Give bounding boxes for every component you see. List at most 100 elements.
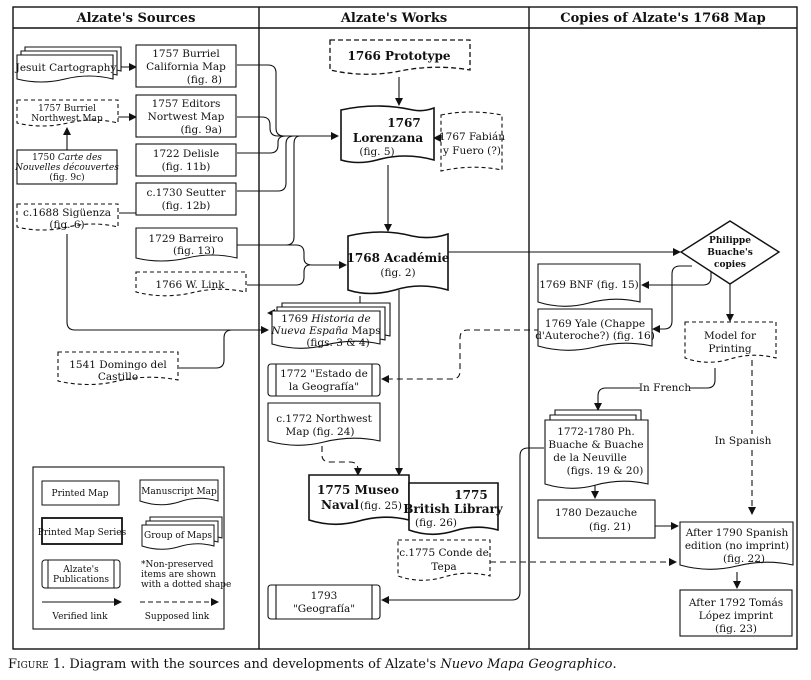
- svg-text:Buache & Buache: Buache & Buache: [548, 439, 643, 451]
- svg-text:c.1730 Seutter: c.1730 Seutter: [146, 187, 226, 199]
- node-northwest-1772: c.1772 Northwest Map (fig. 24): [267, 402, 381, 446]
- svg-text:1793: 1793: [311, 590, 338, 602]
- node-link-1766: 1766 W. Link: [135, 271, 247, 297]
- column-header-works: Alzate's Works: [340, 11, 447, 26]
- legend: Printed Map Manuscript Map Printed Map S…: [32, 466, 231, 630]
- svg-text:"Geografía": "Geografía": [293, 603, 355, 615]
- svg-text:1766 W. Link: 1766 W. Link: [155, 279, 225, 291]
- svg-text:(fig. 2): (fig. 2): [380, 267, 415, 279]
- svg-text:la Geografía": la Geografía": [289, 381, 359, 393]
- node-siguenza-1688: c.1688 Sigüenza (fig. 6): [16, 203, 119, 231]
- svg-text:Northwest Map: Northwest Map: [31, 114, 103, 124]
- figure-caption: Figure 1. Diagram with the sources and d…: [8, 657, 617, 672]
- svg-text:(fig. 23): (fig. 23): [715, 623, 757, 635]
- svg-text:(fig. 6): (fig. 6): [49, 219, 84, 231]
- svg-text:c.1688 Sigüenza: c.1688 Sigüenza: [23, 207, 111, 219]
- svg-text:Philippe: Philippe: [709, 236, 751, 246]
- node-seutter-1730: c.1730 Seutter (fig. 12b): [135, 182, 237, 216]
- legend-supposed: Supposed link: [145, 612, 210, 622]
- svg-text:d'Auteroche?) (fig. 16): d'Auteroche?) (fig. 16): [535, 330, 655, 342]
- legend-verified: Verified link: [51, 612, 108, 622]
- svg-text:(fig. 25): (fig. 25): [360, 500, 402, 512]
- label-bg-spanish: [714, 434, 772, 447]
- legend-publications-2: Publications: [53, 575, 109, 585]
- svg-text:(fig. 21): (fig. 21): [589, 521, 631, 533]
- svg-text:1769 Yale (Chappe: 1769 Yale (Chappe: [545, 318, 645, 330]
- node-historia-1769: 1769 Historia de Nueva España Maps (figs…: [270, 302, 391, 349]
- svg-text:1757 Burriel: 1757 Burriel: [38, 104, 96, 114]
- node-model-printing: Model for Printing: [684, 321, 777, 363]
- edge-label-spanish: In Spanish: [715, 435, 772, 447]
- column-header-copies: Copies of Alzate's 1768 Map: [560, 11, 766, 26]
- svg-text:(fig. 8): (fig. 8): [187, 74, 222, 86]
- svg-text:(figs. 3 & 4): (figs. 3 & 4): [306, 337, 369, 349]
- svg-text:1757 Editors: 1757 Editors: [152, 98, 221, 110]
- svg-text:Buache's: Buache's: [707, 248, 753, 258]
- svg-text:c.1772 Northwest: c.1772 Northwest: [276, 413, 372, 425]
- legend-printed-map: Printed Map: [52, 489, 109, 499]
- svg-text:1750 Carte des: 1750 Carte des: [32, 153, 102, 163]
- node-editors-1757: 1757 Editors Nortwest Map (fig. 9a): [135, 94, 237, 138]
- node-estado-1772: 1772 "Estado de la Geografía": [267, 363, 381, 397]
- svg-text:1769 Historia de: 1769 Historia de: [281, 313, 370, 325]
- node-dezauche-1780: 1780 Dezauche (fig. 21): [537, 499, 656, 539]
- node-delisle-1722: 1722 Delisle (fig. 11b): [135, 143, 237, 177]
- svg-text:1780 Dezauche: 1780 Dezauche: [555, 507, 637, 519]
- svg-text:(figs. 19 & 20): (figs. 19 & 20): [567, 465, 644, 477]
- node-buache-1772: 1772-1780 Ph. Buache & Buache de la Neuv…: [544, 409, 649, 489]
- node-lopez-1792: After 1792 Tomás López imprint (fig. 23): [679, 589, 793, 637]
- svg-text:edition (no imprint): edition (no imprint): [685, 540, 789, 552]
- legend-note-1: *Non-preserved: [141, 560, 214, 570]
- svg-text:1768 Académie: 1768 Académie: [347, 251, 450, 265]
- svg-text:1775: 1775: [454, 488, 487, 502]
- svg-text:(fig. 22): (fig. 22): [723, 553, 765, 565]
- node-burriel-northwest: 1757 Burriel Northwest Map: [16, 99, 119, 127]
- legend-note-2: items are shown: [141, 570, 216, 580]
- svg-text:y Fuero (?): y Fuero (?): [442, 145, 501, 157]
- node-british-1775: 1775 British Library (fig. 26): [403, 482, 504, 536]
- svg-text:Nortwest Map: Nortwest Map: [148, 111, 225, 123]
- svg-text:(fig. 12b): (fig. 12b): [162, 200, 211, 212]
- svg-text:Lorenzana: Lorenzana: [353, 131, 423, 145]
- svg-text:1775 Museo: 1775 Museo: [317, 483, 399, 497]
- svg-text:California Map: California Map: [146, 61, 226, 73]
- node-bnf-1769: 1769 BNF (fig. 15): [537, 263, 641, 307]
- legend-manuscript-map: Manuscript Map: [141, 487, 217, 497]
- node-castillo-1541: 1541 Domingo del Castillo: [57, 351, 179, 386]
- svg-text:Castillo: Castillo: [98, 371, 138, 383]
- svg-text:(fig. 26): (fig. 26): [415, 517, 457, 529]
- node-prototype-1766: 1766 Prototype: [329, 39, 471, 75]
- svg-text:(fig. 5): (fig. 5): [359, 146, 394, 158]
- node-fabian-1767: 1767 Fabián y Fuero (?): [439, 111, 505, 172]
- legend-group: Group of Maps: [144, 531, 212, 541]
- svg-text:1772-1780 Ph.: 1772-1780 Ph.: [557, 426, 635, 438]
- svg-text:copies: copies: [714, 260, 746, 270]
- svg-text:1767 Fabián: 1767 Fabián: [439, 131, 505, 143]
- node-barreiro-1729: 1729 Barreiro (fig. 13): [135, 227, 238, 262]
- svg-text:British Library: British Library: [403, 502, 504, 516]
- node-geografia-1793: 1793 "Geografía": [267, 584, 381, 620]
- edge-label-french: In French: [639, 382, 691, 394]
- svg-text:(fig. 11b): (fig. 11b): [162, 161, 211, 173]
- svg-text:López imprint: López imprint: [699, 610, 774, 622]
- node-jesuit-label: Jesuit Cartography: [15, 62, 117, 74]
- svg-text:1722 Delisle: 1722 Delisle: [153, 148, 219, 160]
- caption-title: Nuevo Mapa Geographico: [440, 657, 613, 672]
- svg-text:(fig. 13): (fig. 13): [173, 245, 215, 257]
- node-carte-1750: 1750 Carte des Nouvelles découvertes (fi…: [14, 149, 119, 185]
- node-lorenzana-1767: 1767 Lorenzana (fig. 5): [340, 105, 435, 164]
- node-burriel-1757: 1757 Burriel California Map (fig. 8): [135, 44, 237, 88]
- svg-text:Model for: Model for: [704, 330, 757, 342]
- svg-text:After 1792 Tomás: After 1792 Tomás: [688, 597, 783, 609]
- svg-text:Naval: Naval: [321, 498, 359, 512]
- svg-text:1767: 1767: [387, 116, 420, 130]
- frame: [12, 6, 798, 650]
- node-tepa-1775: c.1775 Conde de Tepa: [397, 539, 491, 581]
- svg-text:1757 Burriel: 1757 Burriel: [152, 48, 220, 60]
- svg-text:Nouvelles découvertes: Nouvelles découvertes: [14, 162, 119, 173]
- node-buache-copies: Philippe Buache's copies: [679, 220, 781, 285]
- node-museo-1775: 1775 Museo Naval (fig. 25): [308, 474, 410, 526]
- edges: [63, 63, 741, 604]
- svg-text:(fig. 9c): (fig. 9c): [49, 172, 84, 183]
